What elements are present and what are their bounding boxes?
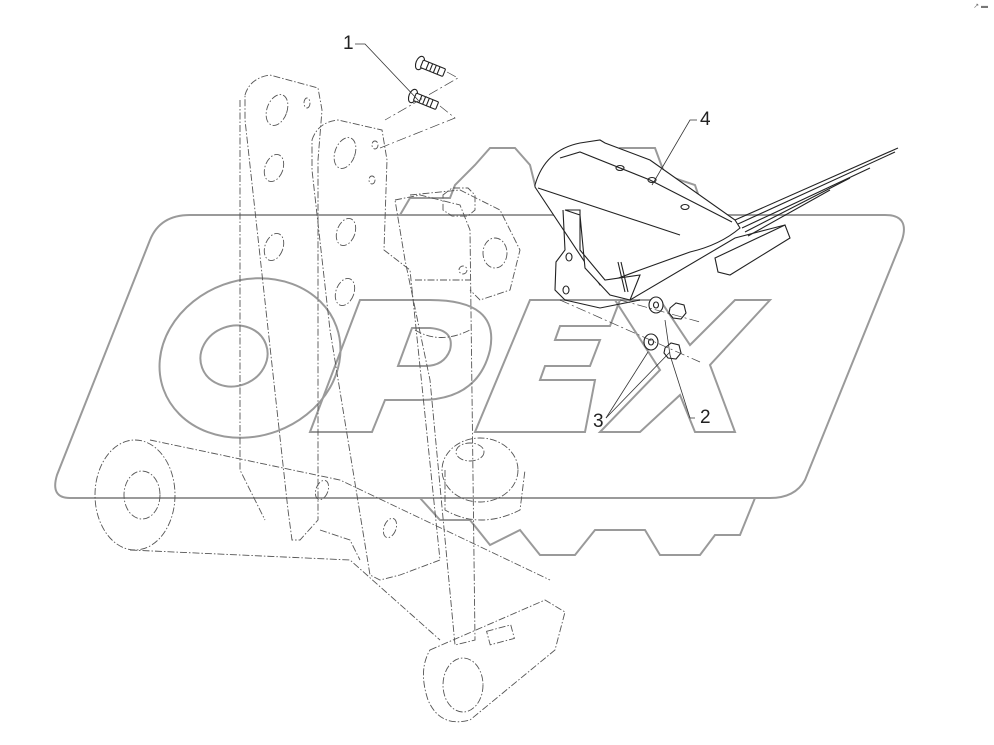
part-4-pedal-bracket — [534, 139, 899, 309]
part-1-bolts — [379, 55, 459, 149]
leader-lines — [355, 43, 697, 419]
frame-phantom — [94, 74, 566, 723]
parts-2-3-fasteners — [559, 296, 701, 363]
watermark-opex — [54, 147, 905, 556]
pivot-hex-bolt — [442, 187, 476, 275]
corner-mark-icon: ↗ ▬ — [973, 3, 988, 10]
callout-1: 1 — [343, 33, 354, 54]
callout-4: 4 — [700, 109, 711, 130]
callout-2: 2 — [700, 407, 711, 428]
callout-3: 3 — [593, 411, 604, 432]
